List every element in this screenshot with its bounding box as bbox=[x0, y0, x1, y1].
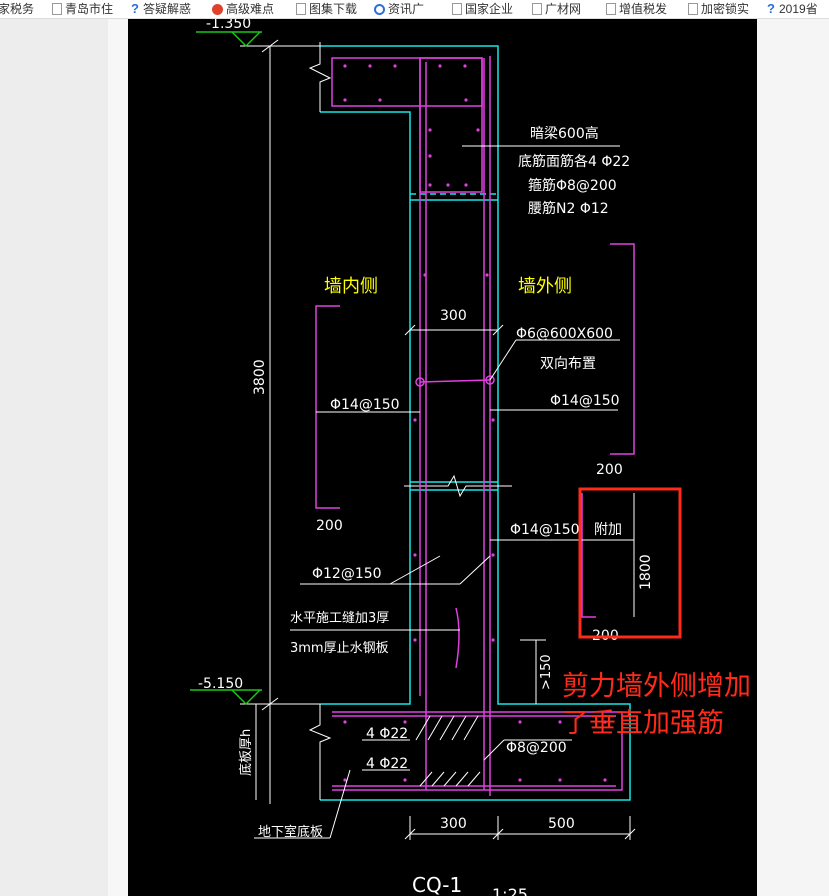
embed-dim-label: >150 bbox=[539, 654, 554, 690]
bookmark-item[interactable]: 加密锁实 bbox=[688, 0, 749, 18]
highlight-box bbox=[578, 487, 682, 639]
wall-thickness-label: 300 bbox=[440, 308, 467, 324]
bookmarks-bar: 家税务 青岛市住 ? 答疑解惑 高级难点 图集下载 资讯广 国家企业 广材网 增值… bbox=[0, 0, 829, 19]
elevation-markers bbox=[190, 31, 262, 706]
slab-thickness-label: 底板厚h bbox=[238, 729, 254, 776]
height-dim-label: 3800 bbox=[252, 359, 268, 395]
section-scale: 1:25 bbox=[492, 885, 528, 896]
bookmark-label: 广材网 bbox=[545, 2, 582, 16]
document-icon bbox=[296, 3, 306, 15]
hook-outer-label: 200 bbox=[596, 462, 623, 478]
document-icon bbox=[52, 3, 62, 15]
elevation-bottom-label: -5.150 bbox=[198, 676, 243, 692]
bookmark-item[interactable]: 广材网 bbox=[532, 0, 581, 18]
slab-bottom-rebar-label: 4 Φ22 bbox=[366, 756, 408, 772]
document-icon bbox=[452, 3, 462, 15]
beam-title: 暗梁600高 bbox=[530, 125, 599, 142]
bookmark-item[interactable]: ? 2019省 bbox=[766, 0, 818, 18]
elevation-top-label: -1.350 bbox=[206, 19, 251, 32]
bookmark-item[interactable]: 图集下载 bbox=[296, 0, 357, 18]
beam-line3: 腰筋N2 Φ12 bbox=[528, 200, 609, 217]
bookmark-label: 高级难点 bbox=[226, 2, 275, 16]
cad-drawing: -1.350 -5.150 3800 暗梁600高 底筋面筋各4 Φ22 箍筋Φ… bbox=[128, 19, 757, 896]
bookmark-label: 增值税发 bbox=[619, 2, 668, 16]
rebar-inside-label: Φ14@150 bbox=[330, 397, 400, 413]
tie-bar-note: 双向布置 bbox=[540, 356, 596, 372]
section-name: CQ-1 bbox=[412, 873, 462, 896]
page-margin-right bbox=[757, 19, 829, 896]
annotation-line1: 剪力墙外侧增加 bbox=[562, 671, 751, 702]
rebar-outside-label: Φ14@150 bbox=[550, 393, 620, 409]
bookmark-item[interactable]: 增值税发 bbox=[606, 0, 667, 18]
horizontal-rebar-label: Φ12@150 bbox=[312, 566, 382, 582]
bookmark-label: 2019省 bbox=[779, 2, 818, 16]
document-icon bbox=[532, 3, 542, 15]
dim-300-label: 300 bbox=[440, 816, 467, 832]
red-annotation: 剪力墙外侧增加 了垂直加强筋 bbox=[562, 671, 751, 739]
basement-slab-label: 地下室底板 bbox=[258, 824, 323, 840]
question-icon: ? bbox=[131, 1, 139, 16]
page-margin-inner bbox=[108, 19, 128, 896]
red-logo-icon bbox=[212, 3, 223, 15]
bookmark-label: 家税务 bbox=[0, 2, 35, 16]
bookmark-item[interactable]: 家税务 bbox=[0, 0, 34, 18]
annotation-line2: 了垂直加强筋 bbox=[562, 708, 724, 739]
side-labels: 墙内侧 墙外侧 bbox=[324, 276, 572, 297]
bookmark-item[interactable]: 国家企业 bbox=[452, 0, 513, 18]
bookmark-label: 加密锁实 bbox=[701, 2, 750, 16]
stirrup-label: Φ8@200 bbox=[506, 740, 567, 756]
beam-line1: 底筋面筋各4 Φ22 bbox=[518, 153, 630, 170]
bookmark-item[interactable]: 青岛市住 bbox=[52, 0, 113, 18]
question-icon: ? bbox=[767, 1, 775, 16]
bookmark-item[interactable]: ? 答疑解惑 bbox=[130, 0, 191, 18]
added-label: 附加 bbox=[594, 522, 622, 538]
beam-line2: 箍筋Φ8@200 bbox=[528, 177, 617, 194]
bookmark-label: 图集下载 bbox=[309, 2, 358, 16]
wall-inside-label: 墙内侧 bbox=[324, 276, 378, 297]
blue-logo-icon bbox=[374, 3, 385, 15]
construction-joint-label: 水平施工缝加3厚 bbox=[290, 611, 389, 626]
bookmark-label: 国家企业 bbox=[465, 2, 514, 16]
rebar-added-label: Φ14@150 bbox=[510, 522, 580, 538]
document-icon bbox=[688, 3, 698, 15]
bookmark-item[interactable]: 高级难点 bbox=[212, 0, 274, 18]
hatch bbox=[415, 715, 481, 787]
waterstop-label: 3mm厚止水钢板 bbox=[290, 641, 389, 656]
document-icon bbox=[606, 3, 616, 15]
bookmark-label: 答疑解惑 bbox=[143, 2, 192, 16]
bookmark-label: 资讯广 bbox=[388, 2, 425, 16]
slab-top-rebar-label: 4 Φ22 bbox=[366, 726, 408, 742]
rebar-lines bbox=[315, 56, 635, 796]
hook-inner-label: 200 bbox=[316, 518, 343, 534]
bookmark-item[interactable]: 资讯广 bbox=[374, 0, 424, 18]
rebar-dots bbox=[343, 64, 607, 782]
tie-bar-label: Φ6@600X600 bbox=[516, 326, 613, 342]
wall-section-drawing: -1.350 -5.150 3800 暗梁600高 底筋面筋各4 Φ22 箍筋Φ… bbox=[190, 19, 751, 896]
added-length-label: 1800 bbox=[638, 554, 654, 590]
dim-500-label: 500 bbox=[548, 816, 575, 832]
drawing-labels: -1.350 -5.150 3800 暗梁600高 底筋面筋各4 Φ22 箍筋Φ… bbox=[198, 19, 654, 896]
dimension-lines bbox=[240, 39, 636, 840]
wall-outside-label: 墙外侧 bbox=[518, 276, 572, 297]
page-margin-left bbox=[0, 19, 108, 896]
concrete-outline bbox=[308, 42, 631, 801]
bookmark-label: 青岛市住 bbox=[65, 2, 114, 16]
